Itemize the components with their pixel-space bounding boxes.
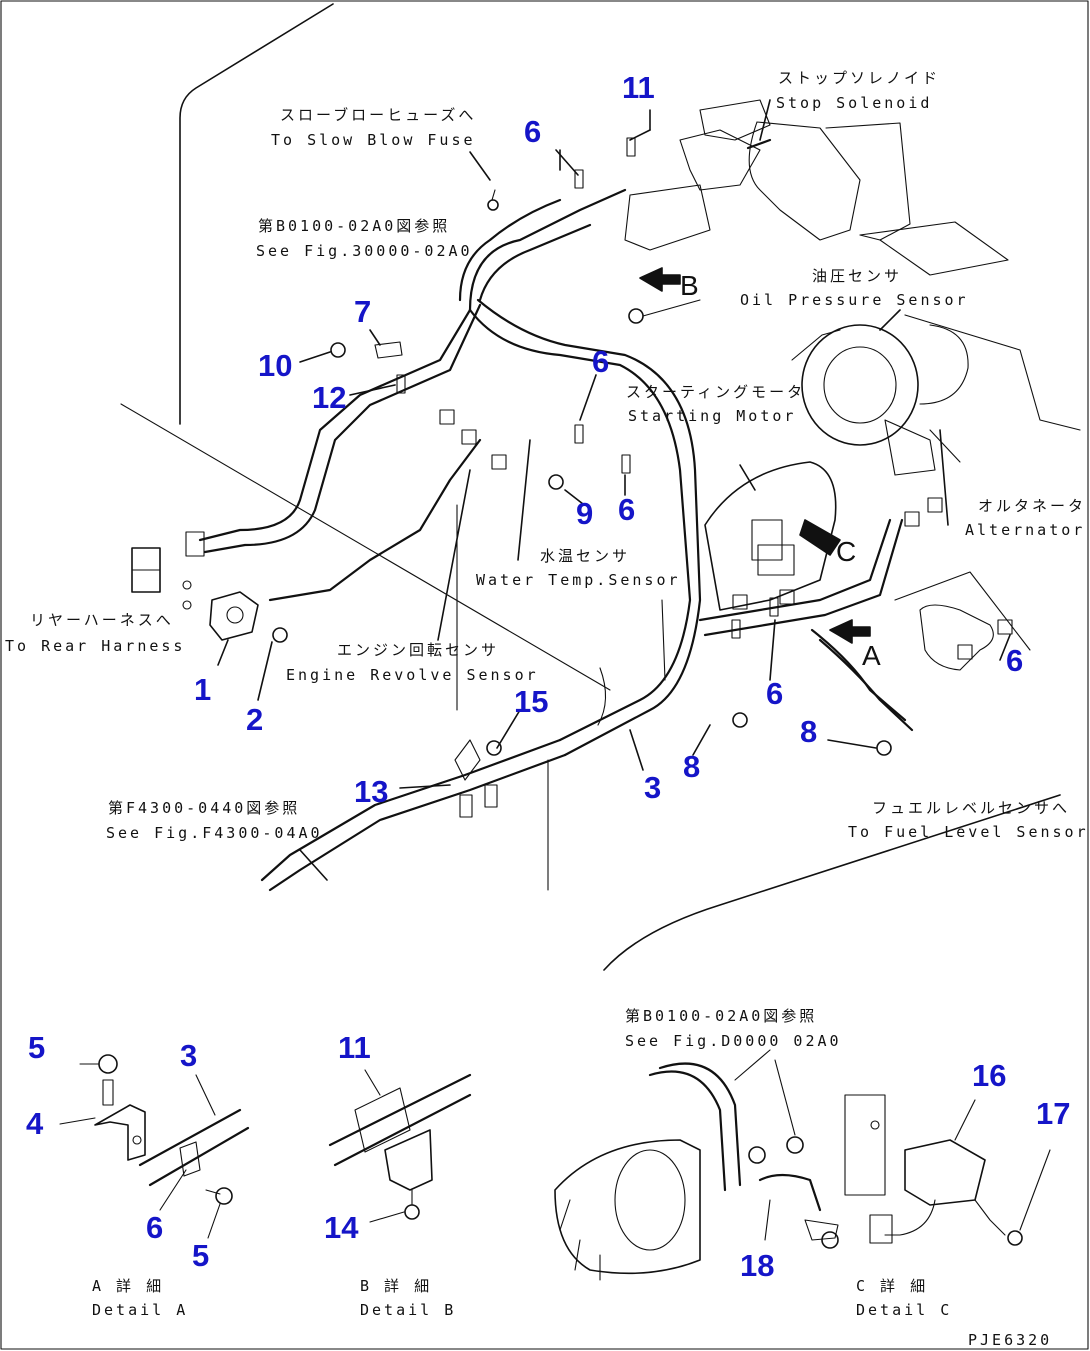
callout-7: 7 [354, 294, 372, 329]
oil-pressure-sensor [628, 308, 644, 324]
detail-b-jp: B 詳 細 [360, 1277, 433, 1295]
detail-c-drawing [554, 1049, 1051, 1281]
callout-4: 4 [26, 1106, 44, 1141]
harness-main [468, 308, 692, 742]
view-marker-c: C [836, 536, 857, 567]
detail-a-jp: A 詳 細 [92, 1277, 165, 1295]
oil-pressure-sensor-en: Oil Pressure Sensor [740, 291, 969, 309]
starting-motor-body [704, 461, 837, 611]
fuel-level-sensor-en: To Fuel Level Sensor [848, 823, 1089, 841]
view-marker-b: B [680, 270, 699, 301]
detail-c-jp: C 詳 細 [856, 1277, 929, 1295]
callout-6-right: 6 [1006, 643, 1024, 678]
water-temp-sensor-jp: 水温センサ [540, 547, 631, 565]
bolt-8-left [732, 712, 748, 728]
stop-solenoid [699, 99, 771, 141]
callout-5-top: 5 [28, 1030, 46, 1065]
clip-7 [374, 341, 403, 359]
bolt-10 [330, 342, 346, 358]
engine-cover [825, 122, 911, 241]
detail-a-en: Detail A [92, 1301, 189, 1319]
see-fig-d0000-en: See Fig.D0000 02A0 [625, 1032, 842, 1050]
callout-11-detail-b: 11 [338, 1030, 371, 1065]
oil-sensor-box [624, 184, 711, 251]
stop-solenoid-jp: ストップソレノイド [778, 69, 941, 87]
callout-10: 10 [258, 348, 293, 383]
see-fig-30000-jp: 第B0100-02A0図参照 [258, 217, 451, 235]
callout-6-center: 6 [592, 344, 610, 379]
callout-9: 9 [576, 496, 594, 531]
bolt-8-right [876, 740, 892, 756]
callout-6-mid: 6 [618, 492, 636, 527]
detail-b-en: Detail B [360, 1301, 457, 1319]
harness-upper [468, 188, 627, 312]
callout-16: 16 [972, 1058, 1007, 1093]
detail-c-en: Detail C [856, 1301, 953, 1319]
see-fig-f4300-en: See Fig.F4300-04A0 [106, 824, 323, 842]
engine-revolve-sensor-en: Engine Revolve Sensor [286, 666, 539, 684]
bolt-9 [548, 474, 564, 490]
hood-outline [179, 3, 334, 425]
harness-rear [268, 438, 482, 602]
callout-5-bottom: 5 [192, 1238, 210, 1273]
starting-motor-en: Starting Motor [628, 407, 797, 425]
bolt-15 [486, 740, 502, 756]
drawing-code: PJE6320 [968, 1331, 1053, 1349]
harness-right [698, 518, 892, 622]
oil-pressure-sensor-jp: 油圧センサ [812, 267, 903, 285]
callout-11-top: 11 [622, 70, 655, 105]
bolt-2 [272, 627, 288, 643]
starting-motor-jp: スターティングモータ [626, 383, 806, 401]
detail-c-motor [554, 1139, 701, 1275]
see-fig-d0000-jp: 第B0100-02A0図参照 [625, 1007, 818, 1025]
see-fig-f4300-jp: 第F4300-0440図参照 [108, 799, 301, 817]
callout-14: 14 [324, 1210, 359, 1245]
fuel-level-sensor-jp: フュエルレベルセンサへ [872, 799, 1071, 817]
alternator-en: Alternator [965, 521, 1086, 539]
callout-17: 17 [1036, 1096, 1071, 1131]
arrow-b [639, 267, 681, 292]
floor-edge [603, 794, 1061, 971]
view-marker-a: A [862, 640, 881, 671]
detail-b-drawing [328, 1069, 472, 1223]
arrow-a [829, 619, 871, 644]
callout-18: 18 [740, 1248, 775, 1283]
harness-to-f4300 [268, 753, 567, 892]
callout-15: 15 [514, 684, 549, 719]
bracket-13 [454, 739, 481, 781]
harness-left [198, 308, 472, 542]
water-temp-sensor-en: Water Temp.Sensor [476, 571, 681, 589]
engine-revolve-sensor-jp: エンジン回転センサ [337, 641, 500, 659]
callout-3: 3 [644, 770, 662, 805]
floor-line [120, 403, 611, 691]
slow-blow-fuse-en: To Slow Blow Fuse [271, 131, 476, 149]
callout-13: 13 [354, 774, 389, 809]
detail-a-drawing [59, 1054, 250, 1239]
callout-8-left: 8 [683, 749, 701, 784]
callout-6-detail-a: 6 [146, 1210, 164, 1245]
callout-1: 1 [194, 672, 212, 707]
leader-lines [217, 99, 1011, 881]
rear-harness-en: To Rear Harness [5, 637, 186, 655]
alternator-body [801, 324, 919, 446]
callout-6-top-left: 6 [524, 114, 542, 149]
callout-12: 12 [312, 380, 347, 415]
rear-harness-jp: リヤーハーネスへ [30, 611, 174, 629]
alternator-jp: オルタネータ [978, 497, 1087, 515]
callout-3-detail-a: 3 [180, 1038, 198, 1073]
slow-blow-fuse-jp: スローブローヒューズへ [280, 106, 477, 124]
relay-1 [209, 591, 259, 641]
see-fig-30000-en: See Fig.30000-02A0 [256, 242, 473, 260]
callout-2: 2 [246, 702, 264, 737]
stop-solenoid-en: Stop Solenoid [776, 94, 933, 112]
detail-c-relay-16 [904, 1139, 986, 1206]
arrow-c [799, 519, 841, 556]
callout-6-lower: 6 [766, 676, 784, 711]
callout-8-right: 8 [800, 714, 818, 749]
